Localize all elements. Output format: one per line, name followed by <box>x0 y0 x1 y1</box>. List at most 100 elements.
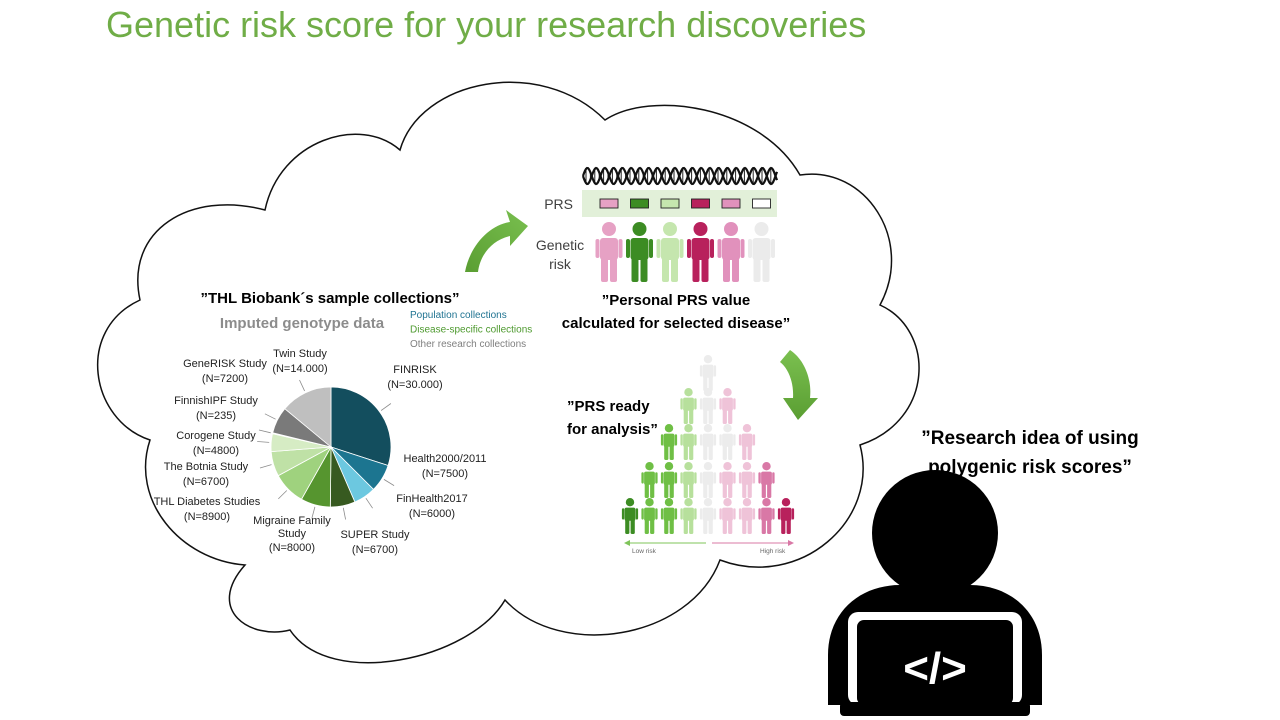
pie-label: GeneRISK Study <box>183 358 267 370</box>
code-icon: </> <box>903 644 967 693</box>
pyramid-person-icon <box>680 498 697 534</box>
pyramid-person-icon <box>719 498 736 534</box>
pyramid-person-icon <box>699 424 717 460</box>
pie-label: Twin Study <box>273 348 327 360</box>
pie-label-value: (N=235) <box>196 410 236 422</box>
pyramid-person-icon <box>621 498 639 534</box>
pyramid-person-icon <box>758 462 775 498</box>
dna-strand <box>581 166 779 186</box>
dna-strand <box>581 166 779 186</box>
prs-box <box>599 198 619 209</box>
pie-leader-line <box>299 379 305 392</box>
risk-distribution-pyramid <box>621 355 795 534</box>
pie-label: Health2000/2011 <box>404 453 487 465</box>
pyramid-person-icon <box>660 424 678 460</box>
genetic-risk-person-icon <box>626 222 653 282</box>
pie-label-value: (N=7200) <box>202 373 248 385</box>
pie-leader-line <box>365 497 373 509</box>
pie-leader-line <box>278 490 288 500</box>
personal-prs-quote-line1: ”Personal PRS value <box>602 292 750 309</box>
pie-label-value: (N=6700) <box>183 476 229 488</box>
prs-box <box>721 198 741 209</box>
pie-label-value: (N=6700) <box>352 544 398 556</box>
genetic-risk-person-icon <box>687 222 714 282</box>
pyramid-person-icon <box>719 462 736 498</box>
pie-label-value: (N=14.000) <box>272 363 327 375</box>
genetic-risk-label-line1: Genetic <box>536 237 584 253</box>
pyramid-person-icon <box>680 388 697 424</box>
genetic-risk-label: risk <box>549 256 572 272</box>
genetic-risk-person-icon <box>717 222 745 282</box>
pyramid-person-icon <box>641 462 658 498</box>
pie-label-value: (N=7500) <box>422 468 468 480</box>
genetic-risk-person-icon <box>595 222 623 282</box>
pyramid-person-icon <box>719 388 736 424</box>
pyramid-person-icon <box>641 498 658 534</box>
high-risk-arrowhead <box>788 540 794 546</box>
pie-label: FINRISK <box>393 364 437 376</box>
pyramid-person-icon <box>738 498 756 534</box>
pie-label: Study <box>278 528 307 540</box>
prs-ready-quote-line2: for analysis” <box>567 421 658 438</box>
pie-leader-line <box>258 429 271 434</box>
prs-ready-quote-line1: ”PRS ready <box>567 398 650 415</box>
prs-box <box>691 198 710 209</box>
pie-label: SUPER Study <box>340 529 410 541</box>
research-idea-quote-line1: ”Research idea of using <box>921 428 1139 449</box>
pie-label-value: (N=6000) <box>409 508 455 520</box>
pyramid-person-icon <box>680 462 697 498</box>
pyramid-person-icon <box>758 498 775 534</box>
dna-helix-icon <box>581 166 779 186</box>
pie-legend-entry: Other research collections <box>410 339 526 350</box>
genetic-risk-person-icon <box>748 222 775 282</box>
page-title: Genetic risk score for your research dis… <box>106 4 867 45</box>
pie-leader-line <box>257 441 270 443</box>
pie-chart-title: Imputed genotype data <box>220 315 385 332</box>
thought-cloud <box>96 81 920 664</box>
low-risk-arrowhead <box>624 540 630 546</box>
pyramid-person-icon <box>738 462 756 498</box>
pie-legend-entry: Disease-specific collections <box>410 325 532 336</box>
pie-leader-line <box>264 413 276 420</box>
pie-leader-line <box>259 464 272 469</box>
curved-arrow-right-icon <box>465 210 528 272</box>
pyramid-person-icon <box>699 388 717 424</box>
pyramid-person-icon <box>699 462 717 498</box>
pie-label: THL Diabetes Studies <box>154 496 261 508</box>
pie-labels: FINRISK (N=30.000) Health2000/2011 (N=7500)… <box>154 348 487 556</box>
pyramid-person-icon <box>680 424 697 460</box>
pyramid-person-icon <box>660 498 678 534</box>
high-risk-label: High risk <box>760 548 786 555</box>
pie-leader-line <box>311 506 316 519</box>
prs-box <box>630 198 649 209</box>
pie-label: FinHealth2017 <box>396 493 468 505</box>
pie-leader-line <box>380 403 392 411</box>
research-idea-quote-line2: polygenic risk scores” <box>928 457 1132 478</box>
low-risk-label: Low risk <box>632 548 657 555</box>
pie-legend-entry: Population collections <box>410 310 507 321</box>
pyramid-person-icon <box>660 462 678 498</box>
prs-boxes <box>599 198 771 209</box>
prs-box <box>752 198 771 209</box>
pyramid-person-icon <box>699 355 717 391</box>
pie-leader-line <box>342 507 346 520</box>
pie-label: The Botnia Study <box>164 461 249 473</box>
pie-label-value: (N=8000) <box>269 542 315 554</box>
pie-chart <box>270 386 392 508</box>
pie-label: Corogene Study <box>176 430 256 442</box>
researcher-laptop-icon: </> <box>828 470 1042 716</box>
pie-slice <box>330 386 392 467</box>
pie-slice <box>284 386 332 448</box>
pie-label-value: (N=30.000) <box>387 379 442 391</box>
pyramid-person-icon <box>777 498 795 534</box>
pie-label: FinnishIPF Study <box>174 395 258 407</box>
pie-label: Migraine Family <box>253 515 331 527</box>
prs-label: PRS <box>544 196 573 212</box>
genetic-risk-person-icon <box>656 222 684 282</box>
personal-prs-quote-line2: calculated for selected disease” <box>562 315 790 332</box>
pyramid-person-icon <box>738 424 756 460</box>
pie-label-value: (N=4800) <box>193 445 239 457</box>
pyramid-person-icon <box>699 498 717 534</box>
